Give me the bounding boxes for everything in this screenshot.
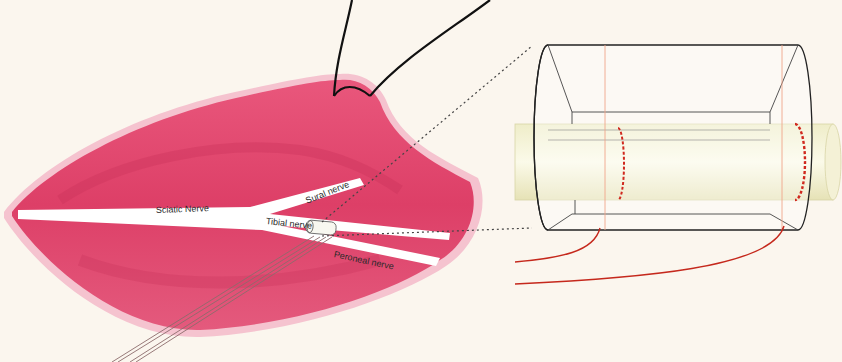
cuff-zoom [534,45,812,230]
cuff-slit [548,130,770,140]
electrode-contact [618,128,624,200]
nerve [18,178,450,266]
muscle-shade [60,147,400,200]
cuff-inner [572,112,770,214]
outline-line [334,87,370,96]
leg [12,80,474,330]
lead-wire [112,236,332,362]
electrode-wire [515,226,784,284]
zoom-line [322,46,532,236]
cuff-inner [548,45,798,230]
muscle-shade [80,260,380,283]
electrode-wire [515,228,600,262]
nerve-label: Sciatic Nerve [156,203,209,215]
cuff-edge [534,45,548,230]
contact-ring [605,45,782,230]
electrode-contact [795,124,805,200]
nerve-end [825,124,841,200]
outline-line [334,0,490,96]
leg-outline [4,74,483,337]
